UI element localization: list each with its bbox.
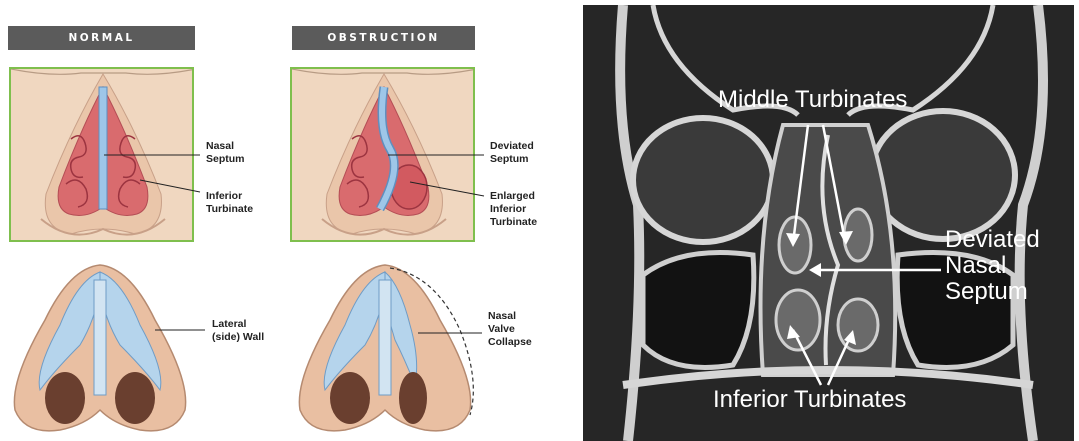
ct-scan-drawing: [583, 5, 1074, 441]
middle-turbinates-label: Middle Turbinates: [718, 87, 907, 113]
inferior-turbinates-label: Inferior Turbinates: [713, 387, 906, 413]
obstruction-bottom-leader: [0, 0, 580, 441]
